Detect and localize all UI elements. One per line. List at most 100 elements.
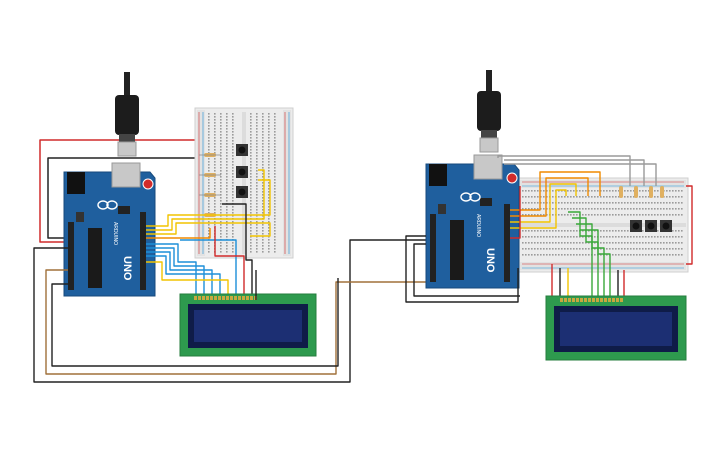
breadboard-hole[interactable] xyxy=(268,146,270,148)
breadboard-hole[interactable] xyxy=(268,161,270,163)
breadboard-hole[interactable] xyxy=(214,200,216,202)
breadboard-hole[interactable] xyxy=(585,208,587,210)
breadboard-hole[interactable] xyxy=(564,202,566,204)
breadboard-hole[interactable] xyxy=(262,251,264,253)
breadboard-hole[interactable] xyxy=(214,197,216,199)
breadboard-hole[interactable] xyxy=(262,206,264,208)
breadboard-hole[interactable] xyxy=(522,230,524,232)
breadboard-hole[interactable] xyxy=(268,206,270,208)
breadboard-hole[interactable] xyxy=(208,212,210,214)
breadboard-hole[interactable] xyxy=(262,140,264,142)
breadboard-hole[interactable] xyxy=(666,202,668,204)
breadboard-hole[interactable] xyxy=(208,149,210,151)
breadboard-hole[interactable] xyxy=(214,140,216,142)
breadboard-hole[interactable] xyxy=(582,190,584,192)
breadboard-hole[interactable] xyxy=(232,143,234,145)
breadboard-hole[interactable] xyxy=(681,208,683,210)
breadboard-hole[interactable] xyxy=(250,233,252,235)
breadboard-hole[interactable] xyxy=(268,182,270,184)
lcd-pin[interactable] xyxy=(226,296,229,300)
red-wire-r1[interactable] xyxy=(510,186,521,239)
breadboard-hole[interactable] xyxy=(534,190,536,192)
breadboard-hole[interactable] xyxy=(615,242,617,244)
breadboard-hole[interactable] xyxy=(558,230,560,232)
breadboard-hole[interactable] xyxy=(669,236,671,238)
breadboard-hole[interactable] xyxy=(226,245,228,247)
breadboard-hole[interactable] xyxy=(576,230,578,232)
breadboard-hole[interactable] xyxy=(537,208,539,210)
orange-wire-1[interactable] xyxy=(146,228,211,239)
lcd-pin[interactable] xyxy=(612,298,615,302)
breadboard-hole[interactable] xyxy=(262,125,264,127)
pushbutton-2[interactable] xyxy=(236,166,248,178)
breadboard-hole[interactable] xyxy=(226,152,228,154)
breadboard-hole[interactable] xyxy=(208,221,210,223)
breadboard-hole[interactable] xyxy=(268,233,270,235)
breadboard-hole[interactable] xyxy=(232,242,234,244)
breadboard-hole[interactable] xyxy=(268,209,270,211)
breadboard-hole[interactable] xyxy=(256,182,258,184)
breadboard-hole[interactable] xyxy=(268,128,270,130)
breadboard-hole[interactable] xyxy=(525,196,527,198)
breadboard-hole[interactable] xyxy=(600,230,602,232)
breadboard-hole[interactable] xyxy=(208,143,210,145)
breadboard-hole[interactable] xyxy=(588,214,590,216)
breadboard-hole[interactable] xyxy=(256,206,258,208)
breadboard-hole[interactable] xyxy=(594,248,596,250)
breadboard-hole[interactable] xyxy=(274,188,276,190)
breadboard-hole[interactable] xyxy=(220,191,222,193)
breadboard-hole[interactable] xyxy=(591,208,593,210)
breadboard-hole[interactable] xyxy=(678,208,680,210)
breadboard-hole[interactable] xyxy=(552,254,554,256)
breadboard-hole[interactable] xyxy=(567,202,569,204)
usb-cable-left[interactable] xyxy=(115,72,139,157)
breadboard-hole[interactable] xyxy=(525,254,527,256)
breadboard-hole[interactable] xyxy=(274,140,276,142)
breadboard-hole[interactable] xyxy=(220,182,222,184)
breadboard-hole[interactable] xyxy=(232,116,234,118)
breadboard-hole[interactable] xyxy=(558,254,560,256)
breadboard-hole[interactable] xyxy=(678,230,680,232)
breadboard-hole[interactable] xyxy=(208,179,210,181)
breadboard-hole[interactable] xyxy=(573,230,575,232)
breadboard-hole[interactable] xyxy=(672,190,674,192)
breadboard-hole[interactable] xyxy=(537,254,539,256)
breadboard-hole[interactable] xyxy=(573,190,575,192)
breadboard-hole[interactable] xyxy=(268,236,270,238)
breadboard-hole[interactable] xyxy=(256,116,258,118)
breadboard-hole[interactable] xyxy=(256,128,258,130)
blue-wire-2[interactable] xyxy=(146,247,205,296)
breadboard-hole[interactable] xyxy=(256,176,258,178)
breadboard-hole[interactable] xyxy=(600,208,602,210)
breadboard-hole[interactable] xyxy=(561,208,563,210)
green-wire-1[interactable] xyxy=(568,211,593,296)
breadboard-hole[interactable] xyxy=(214,134,216,136)
breadboard-hole[interactable] xyxy=(639,242,641,244)
breadboard-hole[interactable] xyxy=(675,214,677,216)
breadboard-hole[interactable] xyxy=(558,208,560,210)
breadboard-hole[interactable] xyxy=(268,218,270,220)
breadboard-hole[interactable] xyxy=(268,248,270,250)
breadboard-hole[interactable] xyxy=(226,179,228,181)
breadboard-hole[interactable] xyxy=(250,221,252,223)
breadboard-hole[interactable] xyxy=(250,119,252,121)
breadboard-hole[interactable] xyxy=(226,182,228,184)
breadboard-hole[interactable] xyxy=(274,116,276,118)
breadboard-hole[interactable] xyxy=(642,248,644,250)
breadboard-hole[interactable] xyxy=(579,248,581,250)
red-wire-lcd[interactable] xyxy=(214,226,245,296)
breadboard-hole[interactable] xyxy=(570,230,572,232)
breadboard-hole[interactable] xyxy=(552,208,554,210)
breadboard-hole[interactable] xyxy=(232,158,234,160)
breadboard-hole[interactable] xyxy=(543,196,545,198)
breadboard-hole[interactable] xyxy=(256,224,258,226)
breadboard-hole[interactable] xyxy=(654,236,656,238)
breadboard-hole[interactable] xyxy=(588,236,590,238)
breadboard-hole[interactable] xyxy=(612,190,614,192)
breadboard-hole[interactable] xyxy=(540,248,542,250)
breadboard-hole[interactable] xyxy=(220,146,222,148)
breadboard-hole[interactable] xyxy=(226,170,228,172)
breadboard-hole[interactable] xyxy=(232,164,234,166)
breadboard-hole[interactable] xyxy=(232,137,234,139)
